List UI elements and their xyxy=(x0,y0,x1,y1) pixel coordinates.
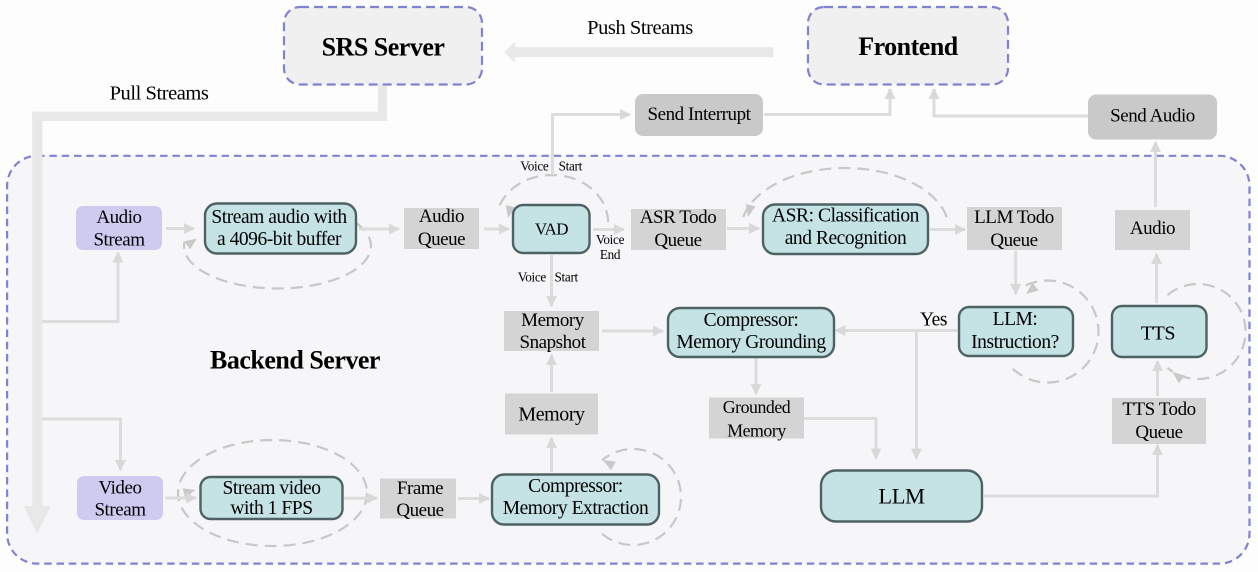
svg-text:VAD: VAD xyxy=(535,220,568,239)
svg-text:SRS Server: SRS Server xyxy=(322,33,445,62)
svg-text:Voice: Voice xyxy=(518,270,547,285)
svg-text:Voice: Voice xyxy=(520,159,549,174)
svg-text:Push Streams: Push Streams xyxy=(587,17,693,39)
svg-text:Backend Server: Backend Server xyxy=(210,346,380,375)
svg-text:Frontend: Frontend xyxy=(858,32,959,61)
svg-text:Memory: Memory xyxy=(518,404,585,426)
svg-text:Audio: Audio xyxy=(1130,218,1175,239)
svg-text:LLM: LLM xyxy=(878,484,925,509)
svg-text:Start: Start xyxy=(555,270,579,285)
svg-text:Yes: Yes xyxy=(920,310,947,331)
svg-text:Send Audio: Send Audio xyxy=(1110,106,1195,127)
svg-text:Start: Start xyxy=(559,159,583,174)
svg-text:TTS: TTS xyxy=(1141,323,1175,345)
svg-text:Send Interrupt: Send Interrupt xyxy=(648,104,752,125)
svg-text:Pull Streams: Pull Streams xyxy=(110,83,209,105)
